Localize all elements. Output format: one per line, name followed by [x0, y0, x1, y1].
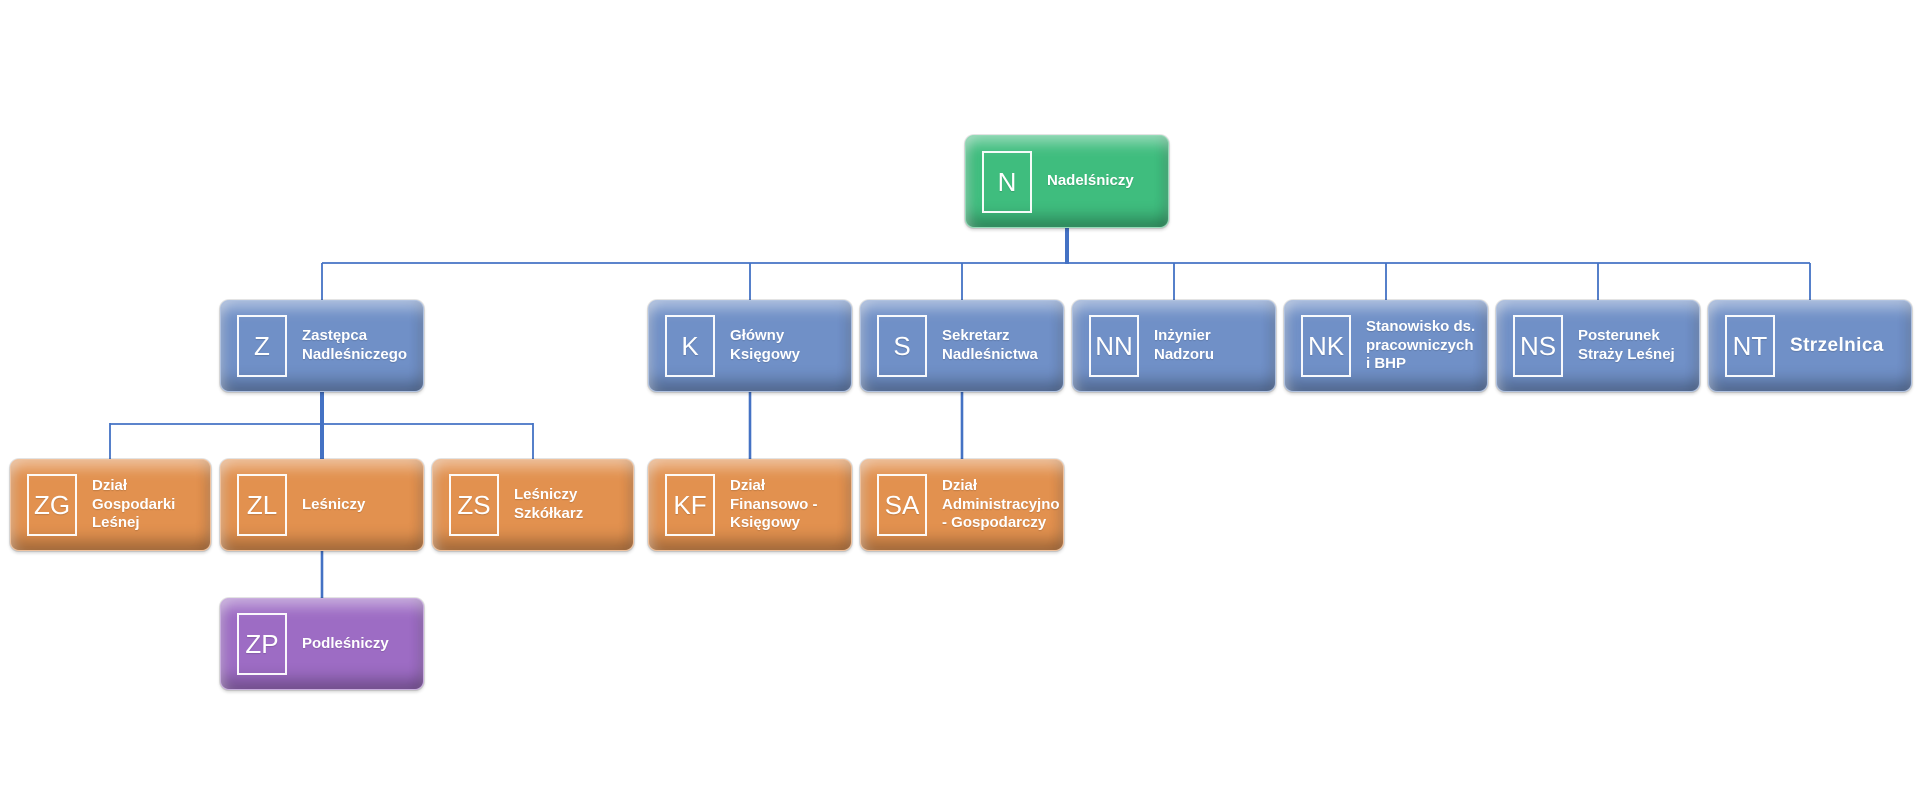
node-label: Inżynier Nadzoru: [1154, 327, 1214, 363]
node-code-badge: NS: [1513, 315, 1563, 377]
node-label: Strzelnica: [1790, 335, 1884, 357]
node-code-badge: S: [877, 315, 927, 377]
org-node-kf[interactable]: KF Dział Finansowo - Księgowy: [648, 459, 852, 551]
node-label: Zastępca Nadleśniczego: [302, 327, 408, 363]
node-code-badge: KF: [665, 474, 715, 536]
node-code-badge: K: [665, 315, 715, 377]
node-code: S: [893, 331, 911, 361]
node-code-badge: ZG: [27, 474, 77, 536]
node-label: Leśniczy: [302, 495, 366, 513]
node-code: Z: [254, 331, 270, 361]
node-code: ZL: [246, 490, 278, 520]
node-code-badge: ZP: [237, 613, 287, 675]
node-code: ZS: [457, 490, 491, 520]
node-code-badge: SA: [877, 474, 927, 536]
node-label: Stanowisko ds. pracowniczych i BHP: [1366, 317, 1476, 373]
node-code: NN: [1095, 331, 1133, 361]
node-code: NS: [1519, 331, 1557, 361]
node-code-badge: Z: [237, 315, 287, 377]
node-label: Dział Finansowo - Księgowy: [730, 476, 818, 532]
org-node-zs[interactable]: ZS Leśniczy Szkółkarz: [432, 459, 634, 551]
org-node-nn[interactable]: NN Inżynier Nadzoru: [1072, 300, 1276, 392]
org-node-zp[interactable]: ZP Podleśniczy: [220, 598, 424, 690]
node-code: ZP: [245, 629, 279, 659]
node-label: Posterunek Straży Leśnej: [1578, 327, 1675, 363]
node-code: NK: [1307, 331, 1345, 361]
node-code: SA: [884, 490, 920, 520]
node-code: KF: [673, 490, 707, 520]
node-code: NT: [1732, 331, 1768, 361]
org-node-z[interactable]: Z Zastępca Nadleśniczego: [220, 300, 424, 392]
node-label: Podleśniczy: [302, 634, 389, 652]
node-label: Nadelśniczy: [1047, 172, 1134, 190]
node-code-badge: NK: [1301, 315, 1351, 377]
node-code: K: [681, 331, 699, 361]
org-node-nt[interactable]: NT Strzelnica: [1708, 300, 1912, 392]
org-node-nk[interactable]: NK Stanowisko ds. pracowniczych i BHP: [1284, 300, 1488, 392]
node-code: N: [997, 166, 1017, 197]
org-node-zl[interactable]: ZL Leśniczy: [220, 459, 424, 551]
node-label: Dział Gospodarki Leśnej: [92, 476, 176, 532]
org-node-n[interactable]: N Nadelśniczy: [965, 135, 1169, 228]
node-code-badge: ZS: [449, 474, 499, 536]
node-label: Dział Administracyjno - Gospodarczy: [942, 476, 1060, 532]
node-label: Główny Księgowy: [730, 327, 801, 363]
node-code-badge: ZL: [237, 474, 287, 536]
org-node-ns[interactable]: NS Posterunek Straży Leśnej: [1496, 300, 1700, 392]
org-node-sa[interactable]: SA Dział Administracyjno - Gospodarczy: [860, 459, 1064, 551]
node-code-badge: NT: [1725, 315, 1775, 377]
node-code-badge: N: [982, 150, 1032, 213]
node-label: Leśniczy Szkółkarz: [514, 486, 584, 522]
node-code-badge: NN: [1089, 315, 1139, 377]
org-node-zg[interactable]: ZG Dział Gospodarki Leśnej: [10, 459, 211, 551]
org-node-s[interactable]: S Sekretarz Nadleśnictwa: [860, 300, 1064, 392]
node-label: Sekretarz Nadleśnictwa: [942, 327, 1038, 363]
org-node-k[interactable]: K Główny Księgowy: [648, 300, 852, 392]
node-code: ZG: [33, 490, 71, 520]
